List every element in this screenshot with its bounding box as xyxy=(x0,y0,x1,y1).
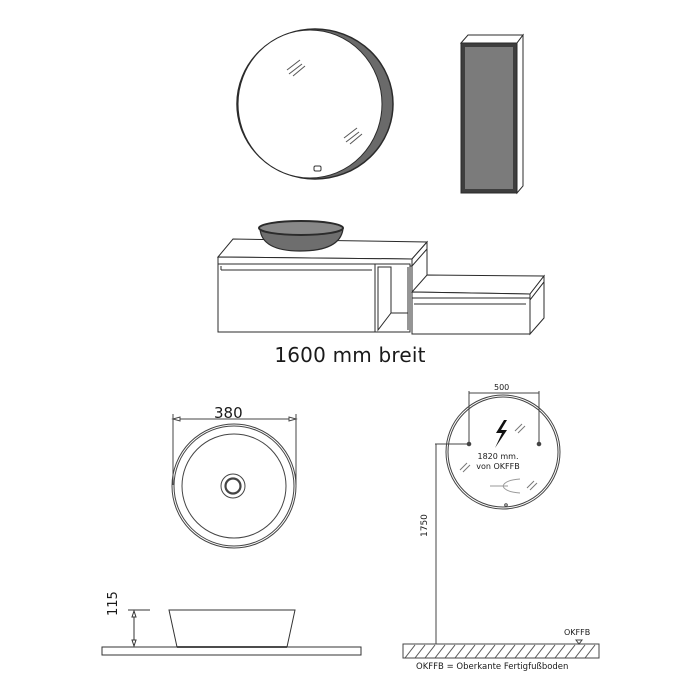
power-note-line1: 1820 mm. xyxy=(477,452,519,461)
basin-height-label: 115 xyxy=(106,591,121,616)
mirror-height-label: 1750 xyxy=(420,514,430,537)
basin-side-view xyxy=(101,609,362,656)
okffb-legend: OKFFB = Oberkante Fertigfußboden xyxy=(416,662,569,672)
basin-diameter-label: 380 xyxy=(214,404,243,422)
tall-cabinet xyxy=(459,33,524,195)
drain-icon xyxy=(220,473,246,499)
glass-reflection-icon xyxy=(343,127,363,145)
finished-floor xyxy=(402,639,600,659)
glass-reflection-icon xyxy=(459,423,538,491)
power-note-line2: von OKFFB xyxy=(476,462,520,471)
floor-level-marker: OKFFB xyxy=(564,628,591,637)
vessel-basin xyxy=(258,220,344,252)
mirror-width-label: 500 xyxy=(494,383,510,392)
triangle-down-icon xyxy=(575,639,583,645)
mirror-installation-view xyxy=(435,391,561,644)
power-outlet-note: 1820 mm. von OKFFB xyxy=(466,452,530,472)
switch-symbol-icon xyxy=(490,478,521,494)
round-mirror xyxy=(236,28,394,180)
basin-top-view xyxy=(171,414,298,549)
lightning-bolt-icon xyxy=(495,420,507,448)
product-width-caption: 1600 mm breit xyxy=(274,343,426,367)
touch-sensor-icon xyxy=(313,165,322,172)
glass-reflection-icon xyxy=(286,59,306,77)
vanity-unit xyxy=(216,238,546,336)
